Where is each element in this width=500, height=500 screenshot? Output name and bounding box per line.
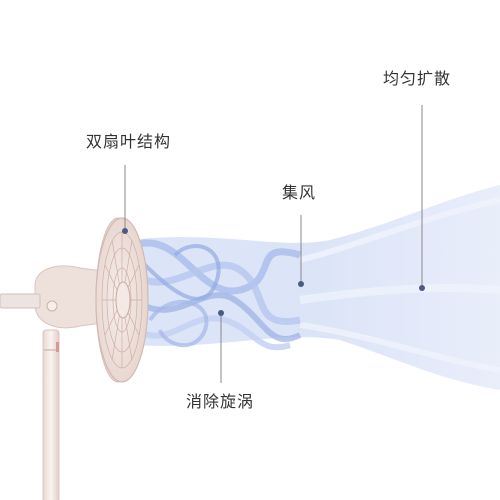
airflow-streak (299, 197, 500, 263)
vortex-ribbon (133, 292, 302, 343)
dot-dual-blade (122, 228, 128, 234)
motor-housing (34, 265, 111, 329)
vortex-ribbon (133, 239, 302, 295)
vortex-ribbon (132, 261, 301, 325)
fan-pole (42, 329, 60, 500)
label-even-spread: 均匀扩散 (383, 69, 452, 88)
airflow-streak (299, 322, 500, 373)
fan-handle (0, 293, 41, 309)
label-eliminate-vortex: 消除旋涡 (186, 392, 255, 411)
vortex-ribbon (138, 244, 221, 301)
dot-even-spread (419, 285, 425, 291)
airflow-beam (130, 185, 500, 390)
label-concentrated-wind: 集风 (282, 183, 317, 202)
label-dual-blade: 双扇叶结构 (86, 132, 172, 151)
airflow-streak (299, 284, 500, 304)
dot-eliminate-vortex (218, 310, 224, 316)
fan-hub (115, 281, 131, 319)
pole-indicator (56, 342, 59, 352)
dot-concentrated-wind (298, 281, 304, 287)
vortex-ribbon (148, 300, 209, 348)
tilt-knob (46, 300, 58, 312)
